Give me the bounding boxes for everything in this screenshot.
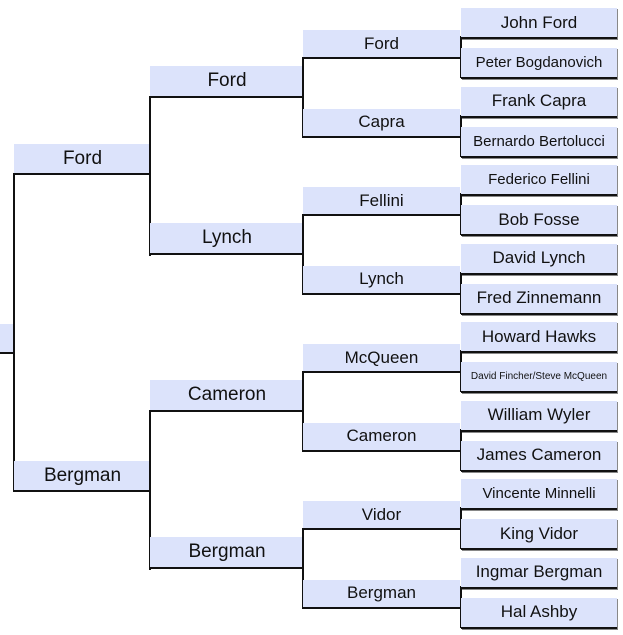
quarterfinal-entry: Ford xyxy=(150,66,304,98)
entry-label: Federico Fellini xyxy=(488,171,590,188)
entry-label: Peter Bogdanovich xyxy=(475,54,603,71)
round-of-32-entry: Bernardo Bertolucci xyxy=(461,126,617,158)
quarterfinal-entry: Cameron xyxy=(150,380,304,412)
entry-label: Lynch xyxy=(359,269,404,288)
entry-label: King Vidor xyxy=(499,523,579,543)
quarterfinal-entry: Lynch xyxy=(150,223,304,255)
round-of-16-entry: Capra xyxy=(303,108,460,138)
round-of-32-entry: David Fincher/Steve McQueen xyxy=(461,362,617,393)
round-of-32-entry: Bob Fosse xyxy=(461,205,617,236)
entry-label: Bergman xyxy=(347,583,416,602)
entry-label: Lynch xyxy=(202,227,252,248)
round-of-32-entry: Hal Ashby xyxy=(461,597,617,629)
entry-label: Fellini xyxy=(359,190,404,210)
entry-label: Cameron xyxy=(346,426,417,445)
entry-label: Frank Capra xyxy=(491,91,587,110)
entry-label: Cameron xyxy=(187,384,267,405)
round-of-32-entry: Fred Zinnemann xyxy=(461,283,617,315)
entry-label: Ford xyxy=(62,147,103,169)
entry-label: Bob Fosse xyxy=(498,209,580,229)
entry-label: James Cameron xyxy=(476,445,602,464)
champion-slot xyxy=(0,324,14,354)
round-of-32-entry: William Wyler xyxy=(461,400,617,432)
entry-label: Howard Hawks xyxy=(481,326,597,346)
bracket-connector xyxy=(302,214,304,295)
entry-label: Bernardo Bertolucci xyxy=(473,132,605,150)
round-of-32-entry: Ingmar Bergman xyxy=(461,557,617,589)
bracket-connector xyxy=(149,96,151,256)
entry-label: Hal Ashby xyxy=(500,602,578,621)
round-of-16-entry: Bergman xyxy=(303,579,460,609)
entry-label: McQueen xyxy=(344,347,419,367)
round-of-32-entry: Federico Fellini xyxy=(461,165,617,196)
bracket-connector xyxy=(302,57,304,138)
round-of-32-entry: King Vidor xyxy=(461,519,617,550)
entry-label: John Ford xyxy=(500,12,578,32)
entry-label: Capra xyxy=(358,112,405,131)
round-of-16-entry: Fellini xyxy=(303,187,460,216)
round-of-32-entry: James Cameron xyxy=(461,440,617,472)
quarterfinal-entry: Bergman xyxy=(150,537,304,569)
round-of-16-entry: Vidor xyxy=(303,501,460,530)
entry-label: Ford xyxy=(207,70,247,91)
entry-label: Fred Zinnemann xyxy=(476,288,602,307)
round-of-16-entry: Cameron xyxy=(303,422,460,452)
bracket-connector xyxy=(149,410,151,570)
round-of-32-entry: Howard Hawks xyxy=(461,322,617,353)
bracket-connector xyxy=(13,173,15,492)
entry-label: Vincente Minnelli xyxy=(482,485,596,502)
round-of-32-entry: Frank Capra xyxy=(461,86,617,118)
round-of-16-entry: Lynch xyxy=(303,265,460,295)
round-of-32-entry: David Lynch xyxy=(461,243,617,275)
entry-label: Ingmar Bergman xyxy=(475,562,603,581)
entry-label: Bergman xyxy=(43,464,122,486)
entry-label: Ford xyxy=(364,33,399,53)
entry-label: Bergman xyxy=(188,541,266,562)
round-of-32-entry: Peter Bogdanovich xyxy=(461,48,617,79)
semifinal-entry: Ford xyxy=(14,144,151,175)
round-of-16-entry: McQueen xyxy=(303,344,460,373)
entry-label: William Wyler xyxy=(487,405,591,424)
bracket-connector xyxy=(302,528,304,609)
bracket-connector xyxy=(302,371,304,452)
semifinal-entry: Bergman xyxy=(14,461,151,492)
round-of-32-entry: Vincente Minnelli xyxy=(461,479,617,510)
round-of-16-entry: Ford xyxy=(303,30,460,59)
round-of-32-entry: John Ford xyxy=(461,8,617,39)
entry-label: David Lynch xyxy=(492,248,586,267)
entry-label: David Fincher/Steve McQueen xyxy=(470,371,608,382)
entry-label: Vidor xyxy=(361,504,402,524)
